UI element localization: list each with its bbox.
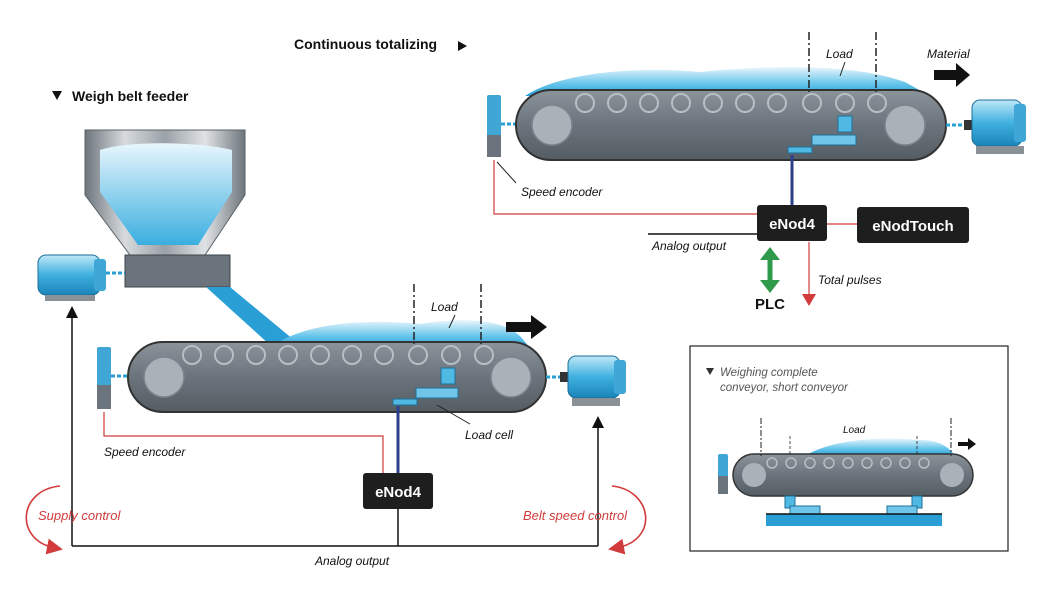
inset-title-line1: Weighing complete — [720, 367, 818, 379]
bottom-belt — [127, 341, 547, 413]
inset-title-line2: conveyor, short conveyor — [720, 382, 849, 394]
total-pulses-label: Total pulses — [818, 273, 882, 287]
material-label: Material — [927, 47, 970, 61]
enod4-bottom-label: eNod4 — [375, 484, 422, 501]
inset-load-label: Load — [843, 425, 866, 436]
total-pulses-arrow-icon — [802, 294, 816, 306]
bottom-load-label: Load — [431, 300, 458, 314]
enodtouch-box — [857, 207, 969, 243]
bottom-conveyor — [97, 284, 626, 413]
supply-control-arrow-icon — [66, 306, 78, 318]
bottom-speed-encoder-label: Speed encoder — [104, 445, 186, 459]
belt-speed-arrow-icon — [592, 416, 604, 428]
continuous-title-arrow-icon — [458, 41, 467, 51]
continuous-title: Continuous totalizing — [294, 36, 437, 52]
top-analog-output-label: Analog output — [651, 239, 727, 253]
hopper — [84, 129, 246, 288]
belt-motor-icon — [546, 355, 626, 406]
top-motor-icon — [946, 99, 1026, 154]
top-encoder-wire — [493, 160, 760, 215]
belt-speed-control-label: Belt speed control — [523, 508, 628, 523]
inset-direction-arrow-icon — [958, 438, 976, 450]
inset-conveyor — [718, 418, 974, 526]
bottom-direction-arrow-icon — [506, 315, 547, 339]
bottom-load-cell-icon — [392, 367, 459, 406]
enodtouch-label: eNodTouch — [872, 218, 953, 235]
weigh-belt-title: Weigh belt feeder — [72, 88, 189, 104]
plc-link-arrow-icon — [760, 247, 780, 293]
weigh-belt-title-arrow-icon — [52, 91, 62, 100]
inset-title-arrow-icon — [706, 368, 714, 375]
supply-motor-icon — [37, 254, 125, 301]
top-material-pile — [525, 67, 930, 96]
plc-label: PLC — [755, 296, 785, 313]
top-load-label: Load — [826, 47, 853, 61]
supply-control-curve-icon — [25, 485, 63, 555]
top-conveyor — [487, 32, 1026, 161]
enod4-bottom-box — [363, 473, 433, 509]
enod4-top-label: eNod4 — [769, 216, 816, 233]
top-load-cell-icon — [787, 115, 857, 154]
belt-speed-curve-icon — [608, 485, 647, 555]
material-arrow-icon — [934, 63, 970, 87]
load-cell-label: Load cell — [465, 428, 513, 442]
supply-control-label: Supply control — [38, 508, 121, 523]
material-chute — [206, 287, 300, 345]
top-speed-encoder-label: Speed encoder — [521, 185, 603, 199]
bottom-analog-output-label: Analog output — [314, 554, 390, 568]
top-belt — [515, 89, 947, 161]
enod4-top-box — [757, 205, 827, 241]
